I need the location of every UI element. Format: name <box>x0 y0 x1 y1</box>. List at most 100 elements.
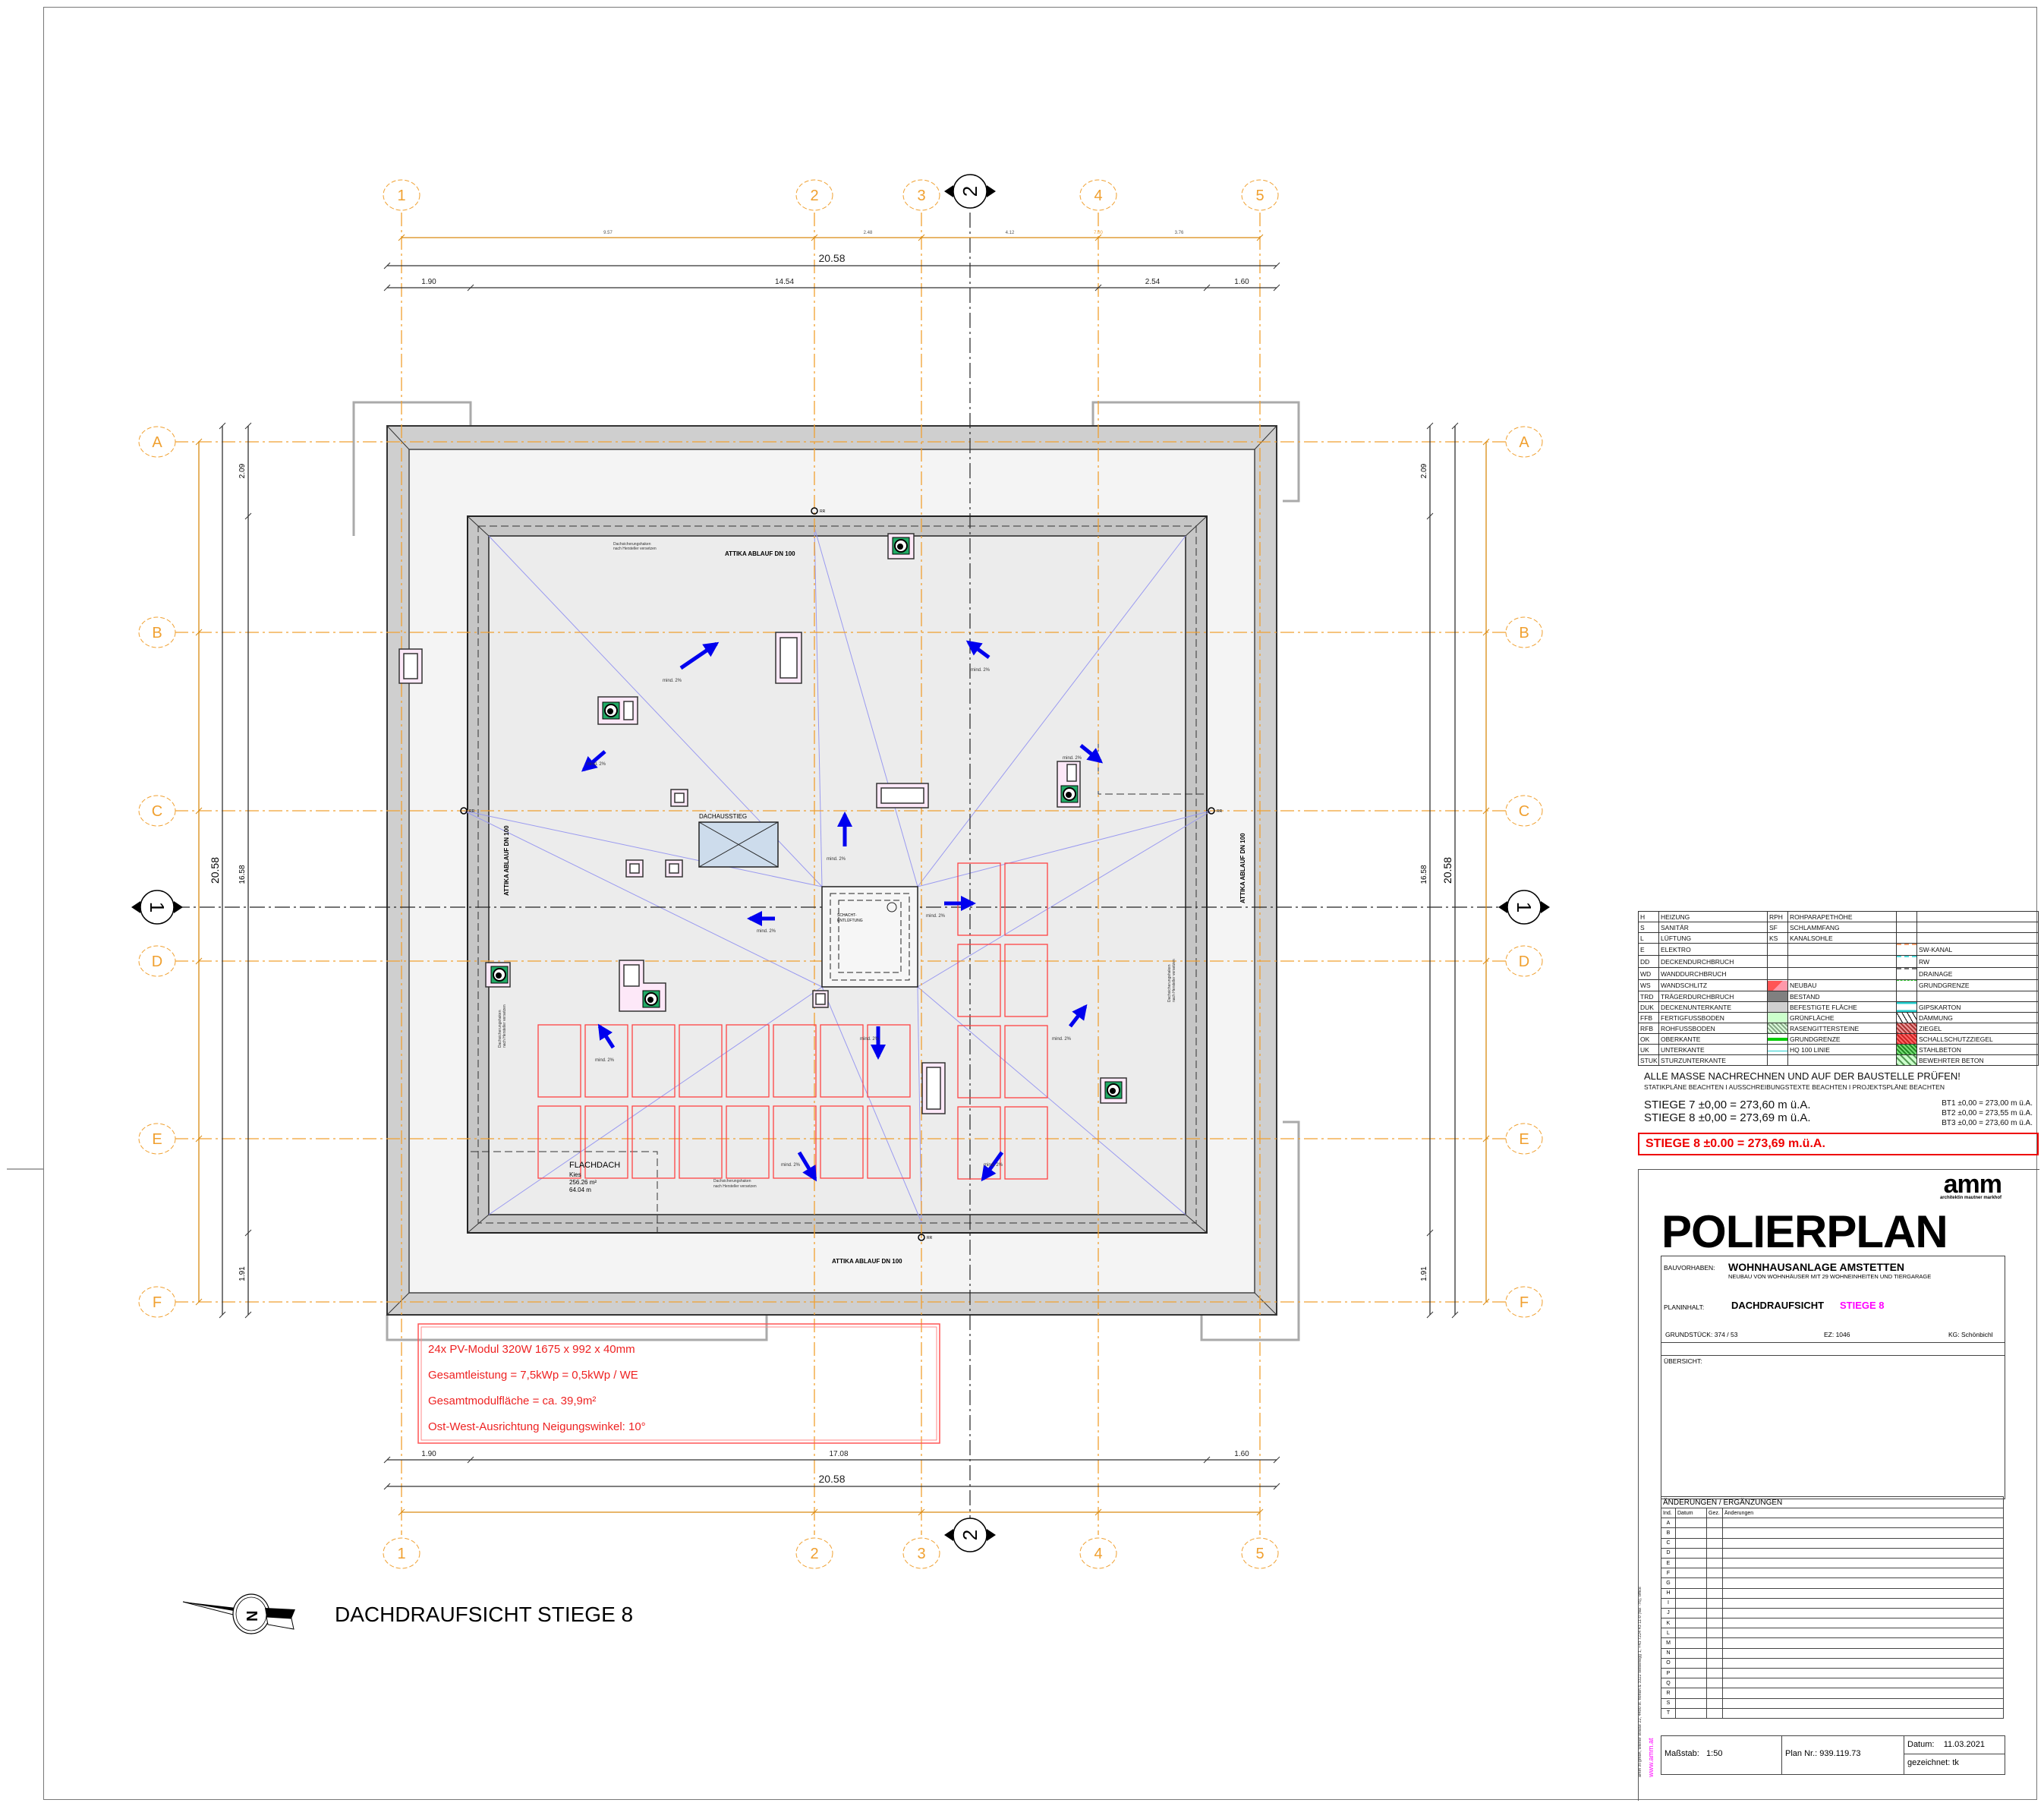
pv-note-line: Gesamtmodulfläche = ca. 39,9m² <box>428 1395 596 1407</box>
svg-text:256.26 m²: 256.26 m² <box>569 1179 597 1186</box>
dimension-value: 4.12 <box>1006 231 1015 235</box>
pv-module <box>631 1105 676 1179</box>
slope-arrows: mind. 2% mind. 2% mind. 2% mind. 2% mind. 2%… <box>581 640 1104 1182</box>
change-row: E <box>1661 1557 2004 1569</box>
change-row: R <box>1661 1688 2004 1699</box>
legend-swatch <box>1767 1001 1788 1013</box>
svg-text:2: 2 <box>810 188 818 204</box>
hook-notes: Dachsicherungshaken nach Hersteller verse… <box>498 542 1176 1189</box>
pv-note-line: 24x PV-Modul 320W 1675 x 992 x 40mm <box>428 1343 635 1356</box>
change-row: A <box>1661 1518 2004 1529</box>
svg-text:SCHACHT-: SCHACHT- <box>837 913 857 918</box>
pv-module <box>1004 1106 1048 1180</box>
north-arrow-icon: N <box>182 1593 295 1634</box>
plan-content: DACHDRAUFSICHT <box>1731 1300 1825 1311</box>
change-row: M <box>1661 1637 2004 1649</box>
pv-module <box>631 1024 676 1098</box>
level-bt1: BT1 ±0,00 = 273,00 m ü.A. <box>1942 1099 2033 1108</box>
drain-label: ATTIKA ABLAUF DN 100 <box>1239 833 1246 903</box>
dimension-value: 1.60 <box>1234 278 1249 286</box>
chimney-icon <box>1060 785 1079 803</box>
legend-swatch <box>1896 1054 1917 1066</box>
change-row: Q <box>1661 1678 2004 1689</box>
slope-label: mind. 2% <box>827 857 846 862</box>
svg-text:N: N <box>244 1611 261 1622</box>
change-row: B <box>1661 1527 2004 1539</box>
svg-text:nach Hersteller versetzen: nach Hersteller versetzen <box>613 547 657 551</box>
legend-swatch <box>1896 943 1917 956</box>
svg-text:A: A <box>1519 434 1529 451</box>
legend-swatch <box>1767 979 1788 991</box>
svg-text:1: 1 <box>1513 902 1535 912</box>
level-stiege-8: STIEGE 8 ±0,00 = 273,69 m ü.A. <box>1644 1111 1811 1124</box>
roof-drain-icon: RR ATTIKA ABLAUF DN 100 <box>725 507 826 557</box>
slope-label: mind. 2% <box>984 1163 1003 1168</box>
svg-text:RR: RR <box>1217 809 1223 814</box>
svg-text:5: 5 <box>1255 1546 1264 1562</box>
svg-text:RR: RR <box>820 509 826 514</box>
change-row: S <box>1661 1697 2004 1709</box>
dimension-value: 2.54 <box>1145 278 1161 286</box>
grid-bubble: C <box>1505 795 1543 827</box>
legend-swatch <box>1896 991 1917 1002</box>
pv-module <box>957 1025 1001 1098</box>
svg-text:Dachsicherungshaken: Dachsicherungshaken <box>498 1010 502 1048</box>
dimension-value: 2.09 <box>238 463 247 478</box>
pv-module <box>679 1024 723 1098</box>
legend-swatch <box>1896 967 1917 980</box>
drain-label: ATTIKA ABLAUF DN 100 <box>725 550 795 557</box>
office-address: amm zt-gmbh, wiener straße 22, 4490 st. … <box>1638 1587 1655 1777</box>
legend-swatch <box>1767 1044 1788 1055</box>
roof-area-label: FLACHDACH Kies 256.26 m² 64.04 m <box>569 1161 620 1193</box>
chimney-icon <box>602 701 620 720</box>
dimension-value: 17.08 <box>829 1450 848 1458</box>
slope-label: mind. 2% <box>971 668 991 673</box>
svg-text:1: 1 <box>146 902 168 912</box>
notice: ALLE MASSE NACHRECHNEN UND AUF DER BAUST… <box>1644 1070 1961 1082</box>
plan-content-stiege: STIEGE 8 <box>1840 1300 1885 1311</box>
section-markers: 1 1 2 2 <box>131 174 1550 1552</box>
svg-text:5: 5 <box>1255 188 1264 204</box>
chimney-icon <box>1104 1081 1123 1099</box>
roof-hatch: DACHAUSSTIEG <box>698 813 779 868</box>
svg-text:B: B <box>1519 625 1529 641</box>
project-info: BAUVORHABEN: WOHNHAUSANLAGE AMSTETTEN NE… <box>1661 1256 2005 1356</box>
dimension-value: 3.76 <box>1175 231 1184 235</box>
slope-arrow-icon <box>981 1151 1004 1182</box>
chimney-icons <box>490 537 1123 1099</box>
pv-module <box>773 1105 817 1179</box>
svg-text:nach Hersteller versetzen: nach Hersteller versetzen <box>713 1184 757 1189</box>
pv-module <box>537 1024 581 1098</box>
legend-swatch <box>1896 1033 1917 1045</box>
svg-text:FLACHDACH: FLACHDACH <box>569 1161 620 1170</box>
slope-arrow-icon <box>965 640 991 660</box>
dimension-value: 20.58 <box>818 1473 845 1485</box>
section-marker: 2 <box>944 1518 996 1552</box>
grid-bubble: A <box>138 426 176 458</box>
plan-number: 939.119.73 <box>1819 1749 1861 1758</box>
pv-module <box>820 1024 864 1098</box>
slope-label: mind. 2% <box>781 1163 801 1168</box>
legend-swatch <box>1896 932 1917 944</box>
drainage-ridge-lines <box>463 527 1212 1223</box>
slope-label: mind. 2% <box>1063 756 1082 761</box>
grid-bubble: 1 <box>383 1537 420 1569</box>
pv-module <box>726 1024 770 1098</box>
slope-arrow-icon <box>597 1023 616 1049</box>
pv-module <box>1004 944 1048 1017</box>
change-row: K <box>1661 1618 2004 1629</box>
grid-bubble: 1 <box>383 179 420 211</box>
pv-module <box>820 1105 864 1179</box>
pv-module <box>584 1105 628 1179</box>
